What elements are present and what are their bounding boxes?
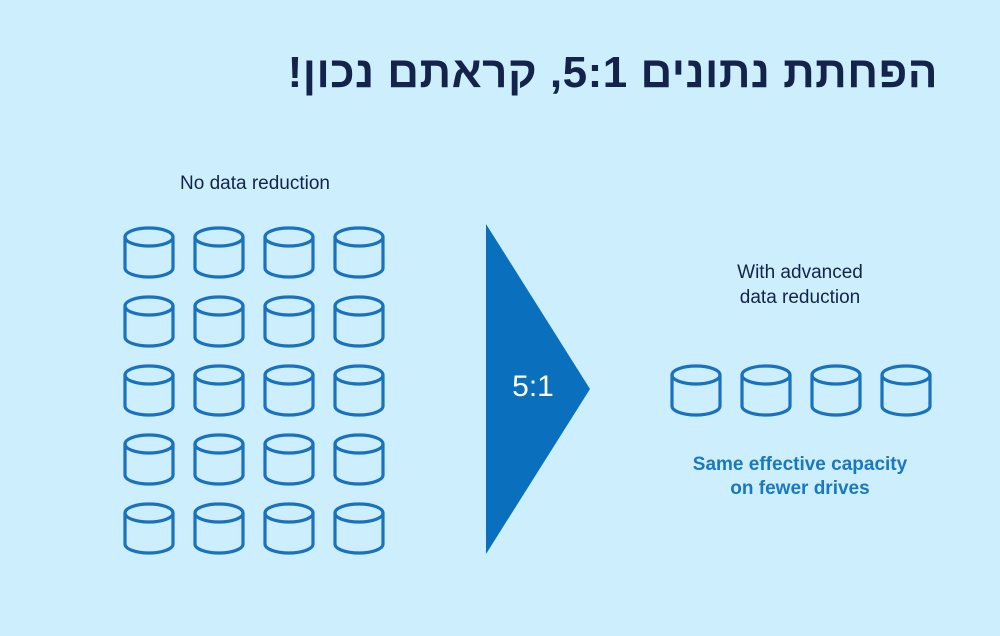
drive-icon (262, 500, 316, 556)
drive-icon (879, 362, 933, 418)
drive-icon (192, 293, 246, 349)
drive-icon (122, 431, 176, 487)
drive-icon (332, 293, 386, 349)
drive-icon (262, 431, 316, 487)
drive-icon (262, 362, 316, 418)
drive-icon (122, 224, 176, 280)
advanced-reduction-label-line2: data reduction (739, 287, 861, 308)
capacity-caption: Same effective capacity on fewer drives (650, 453, 950, 501)
drive-icon (332, 362, 386, 418)
page-title: הפחתת נתונים 5:1, קראתם נכון! (287, 48, 938, 97)
drive-icon (332, 431, 386, 487)
drive-icon (122, 362, 176, 418)
drive-icon (332, 224, 386, 280)
drive-icon (809, 362, 863, 418)
drive-icon (192, 362, 246, 418)
reduction-arrow-icon (486, 224, 590, 554)
no-reduction-label: No data reduction (180, 173, 330, 194)
ratio-label: 5:1 (512, 370, 554, 403)
drive-icon (192, 431, 246, 487)
drive-icon (739, 362, 793, 418)
drive-icon (192, 224, 246, 280)
drive-icon (262, 224, 316, 280)
drive-icon (332, 500, 386, 556)
drive-icon (122, 293, 176, 349)
advanced-reduction-label-line1: With advanced (737, 262, 863, 283)
capacity-caption-line1: Same effective capacity (692, 454, 908, 475)
drive-icon (669, 362, 723, 418)
advanced-reduction-label: With advanced data reduction (660, 260, 940, 310)
drive-icon (192, 500, 246, 556)
capacity-caption-line2: on fewer drives (730, 478, 870, 499)
drive-icon (262, 293, 316, 349)
drive-icon (122, 500, 176, 556)
